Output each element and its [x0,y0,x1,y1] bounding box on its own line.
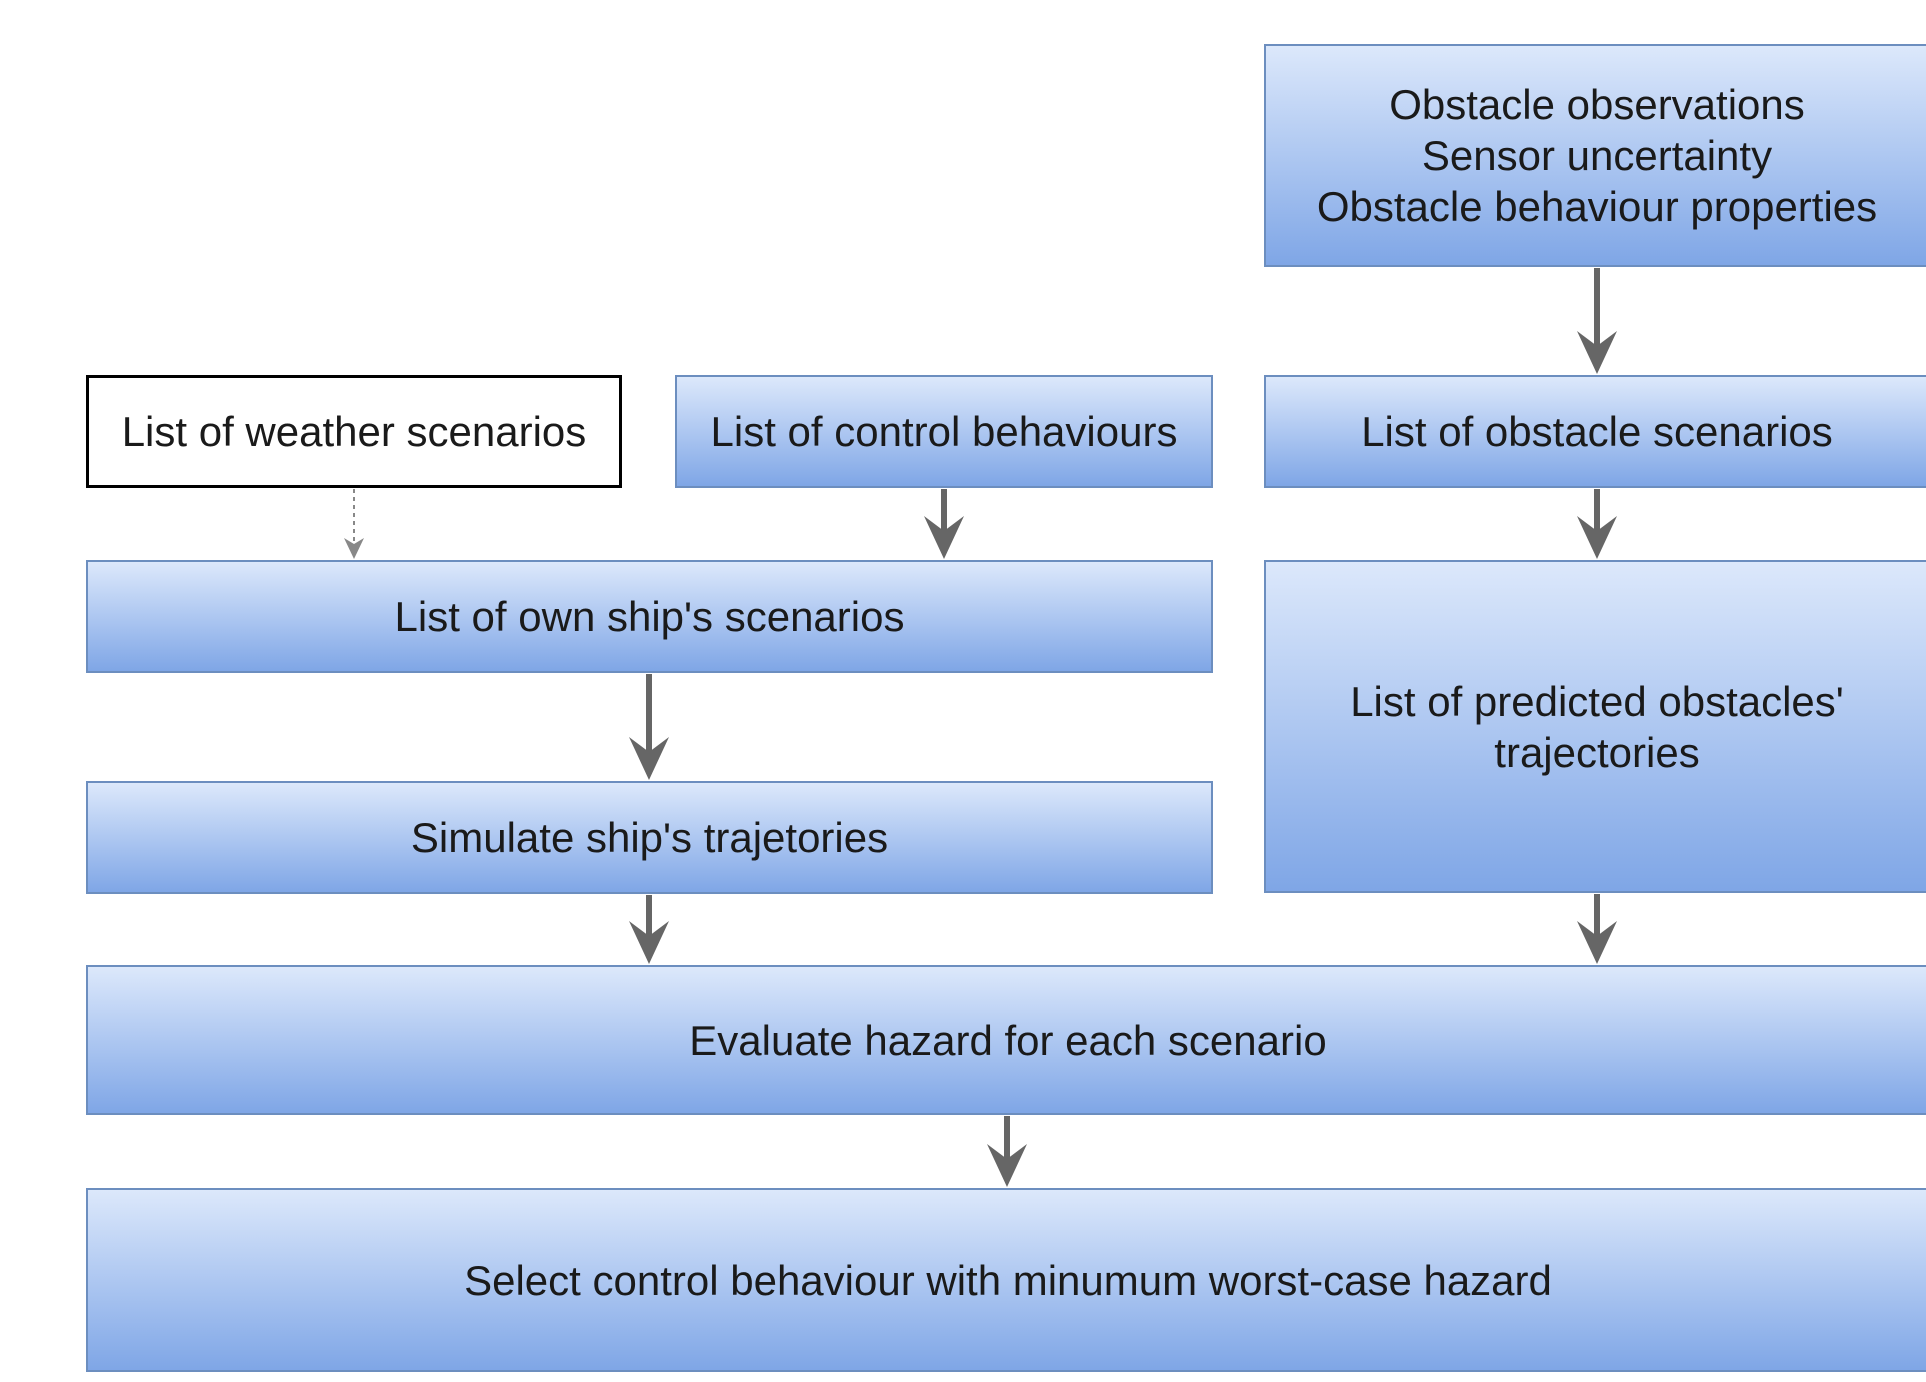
control-behaviours-box: List of control behaviours [675,375,1213,488]
arrow-simulate-to-evaluate [629,895,669,964]
simulate-trajectories-label: Simulate ship's trajetories [410,814,889,861]
arrow-obstacle-scenarios-to-predicted [1577,489,1617,559]
predicted-trajectories-label: List of predicted obstacles' trajectorie… [1350,677,1844,776]
own-ship-scenarios-box: List of own ship's scenarios [86,560,1213,673]
weather-scenarios-box: List of weather scenarios [86,375,622,488]
own-ship-scenarios-label: List of own ship's scenarios [394,593,905,640]
obstacle-inputs-label: Obstacle observations Sensor uncertainty… [1316,81,1878,230]
arrow-evaluate-to-select [987,1116,1027,1187]
select-behaviour-box: Select control behaviour with minumum wo… [86,1188,1926,1372]
arrow-weather-to-own-ship [344,489,364,559]
evaluate-hazard-label: Evaluate hazard for each scenario [689,1016,1327,1064]
arrow-predicted-to-evaluate [1577,894,1617,964]
obstacle-scenarios-box: List of obstacle scenarios [1264,375,1926,488]
arrow-obstacle-inputs-to-scenarios [1577,268,1617,374]
select-behaviour-label: Select control behaviour with minumum wo… [464,1256,1552,1304]
control-behaviours-label: List of control behaviours [710,408,1178,455]
predicted-trajectories-box: List of predicted obstacles' trajectorie… [1264,560,1926,893]
weather-scenarios-label: List of weather scenarios [121,408,587,455]
simulate-trajectories-box: Simulate ship's trajetories [86,781,1213,894]
obstacle-scenarios-label: List of obstacle scenarios [1361,408,1833,455]
arrow-control-to-own-ship [924,489,964,559]
evaluate-hazard-box: Evaluate hazard for each scenario [86,965,1926,1115]
arrow-own-ship-to-simulate [629,674,669,780]
obstacle-inputs-box: Obstacle observations Sensor uncertainty… [1264,44,1926,267]
